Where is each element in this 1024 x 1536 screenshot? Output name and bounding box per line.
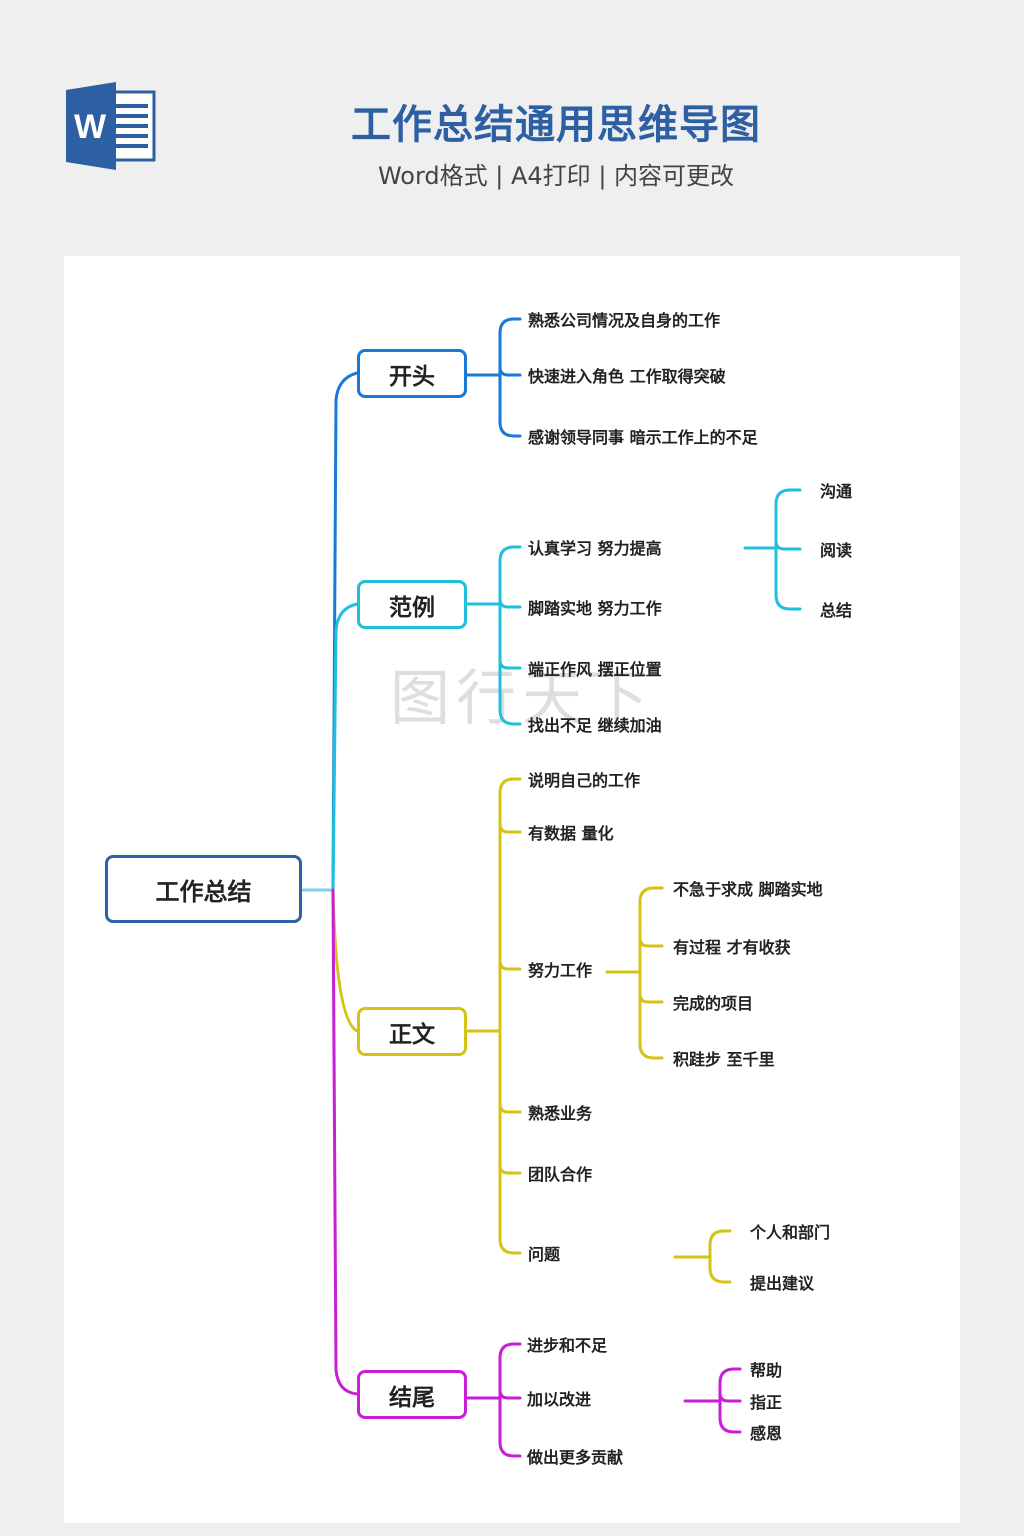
body-item[interactable]: 熟悉业务 (528, 1104, 593, 1123)
body-brace-branch (498, 777, 522, 795)
work-sub-item[interactable]: 完成的项目 (673, 994, 754, 1013)
trunk-to-body (331, 888, 359, 1033)
ending-sub-item[interactable]: 感恩 (750, 1424, 783, 1443)
body-item[interactable]: 团队合作 (528, 1165, 593, 1184)
root-node[interactable]: 工作总结 (105, 855, 302, 923)
branch-node-ending[interactable]: 结尾 (357, 1370, 467, 1419)
example-brace-branch (498, 658, 522, 670)
opening-brace-branch (498, 420, 522, 438)
example-brace-branch (498, 597, 522, 609)
ending-brace-branch (498, 1388, 522, 1400)
example-item[interactable]: 脚踏实地 努力工作 (528, 599, 662, 618)
svg-text:W: W (74, 108, 107, 146)
opening-item[interactable]: 熟悉公司情况及自身的工作 (528, 311, 721, 330)
problem-sub-brace-branch (708, 1229, 732, 1247)
body-item[interactable]: 努力工作 (528, 961, 593, 980)
body-brace-branch (498, 1163, 522, 1175)
work-sub-brace-branch (638, 992, 664, 1004)
example-sub-item[interactable]: 阅读 (820, 541, 853, 560)
ending-sub-item[interactable]: 指正 (750, 1393, 783, 1412)
body-item[interactable]: 问题 (528, 1245, 561, 1264)
work-sub-brace-branch (638, 936, 664, 948)
body-item[interactable]: 有数据 量化 (528, 824, 614, 843)
branch-node-body[interactable]: 正文 (357, 1007, 467, 1056)
ending-item[interactable]: 进步和不足 (527, 1336, 608, 1355)
example-item[interactable]: 找出不足 继续加油 (528, 716, 662, 735)
work-sub-item[interactable]: 不急于求成 脚踏实地 (673, 880, 823, 899)
ending-brace-branch (498, 1342, 522, 1360)
problem-sub-brace-branch (708, 1266, 732, 1284)
trunk-to-example (331, 602, 359, 892)
body-brace-branch (498, 1237, 522, 1255)
problem-sub-item[interactable]: 提出建议 (750, 1274, 815, 1293)
page-subtitle: Word格式 | A4打印 | 内容可更改 (377, 162, 735, 190)
ending-item[interactable]: 做出更多贡献 (527, 1448, 624, 1467)
example-sub-item[interactable]: 沟通 (820, 482, 853, 501)
opening-brace-branch (498, 365, 522, 377)
work-sub-brace-branch (638, 886, 664, 904)
ending-sub-brace-branch (718, 1367, 742, 1385)
ending-brace-branch (498, 1440, 522, 1458)
opening-item[interactable]: 感谢领导同事 暗示工作上的不足 (528, 428, 758, 447)
word-logo-icon: W (64, 82, 156, 170)
example-sub-item[interactable]: 总结 (820, 601, 853, 620)
trunk-to-opening (331, 371, 359, 892)
body-brace-branch (498, 1102, 522, 1114)
example-brace-branch (498, 708, 522, 726)
example-sub-brace-branch (774, 539, 802, 551)
body-brace-branch (498, 822, 522, 834)
problem-sub-item[interactable]: 个人和部门 (750, 1223, 831, 1242)
example-item[interactable]: 认真学习 努力提高 (528, 539, 662, 558)
branch-node-opening[interactable]: 开头 (357, 349, 467, 398)
example-sub-brace-branch (774, 488, 802, 506)
example-sub-brace-branch (774, 593, 802, 611)
watermark: 图行天下 (390, 664, 654, 734)
opening-brace-branch (498, 317, 522, 335)
page-title: 工作总结通用思维导图 (351, 102, 761, 148)
work-sub-brace-branch (638, 1042, 664, 1060)
ending-item[interactable]: 加以改进 (527, 1390, 592, 1409)
opening-item[interactable]: 快速进入角色 工作取得突破 (528, 367, 726, 386)
branch-node-example[interactable]: 范例 (357, 580, 467, 629)
ending-sub-brace-branch (718, 1391, 742, 1403)
body-brace-branch (498, 959, 522, 971)
ending-sub-brace-branch (718, 1416, 742, 1434)
ending-sub-item[interactable]: 帮助 (750, 1361, 783, 1380)
example-brace-branch (498, 545, 522, 563)
trunk-to-ending (331, 888, 359, 1396)
example-item[interactable]: 端正作风 摆正位置 (528, 660, 662, 679)
work-sub-item[interactable]: 有过程 才有收获 (673, 938, 791, 957)
body-item[interactable]: 说明自己的工作 (528, 771, 641, 790)
work-sub-item[interactable]: 积跬步 至千里 (673, 1050, 775, 1069)
